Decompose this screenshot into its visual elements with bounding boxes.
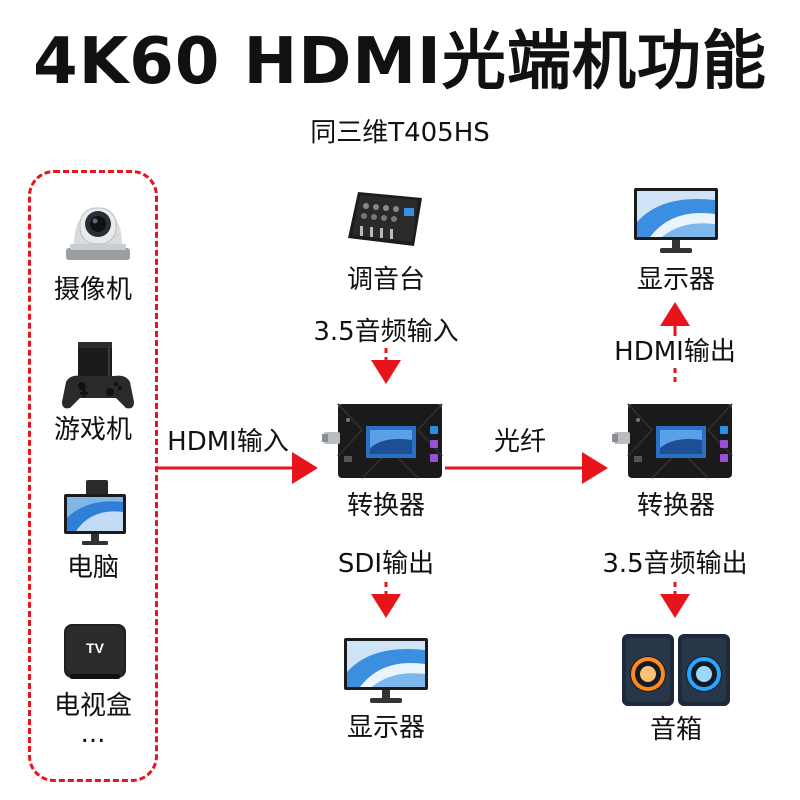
sdi-output-arrowhead bbox=[371, 594, 401, 618]
device-label-converter-tx: 转换器 bbox=[346, 491, 425, 521]
hdmi-input-arrowhead bbox=[292, 452, 318, 484]
audio-output-arrowhead bbox=[660, 594, 690, 618]
source-label-tv-box: 电视盒 bbox=[53, 691, 132, 721]
link-label-sdi-output: SDI输出 bbox=[337, 549, 435, 579]
device-label-converter-rx: 转换器 bbox=[636, 491, 715, 521]
link-label-audio-input: 3.5音频输入 bbox=[313, 317, 459, 347]
ptz-camera-icon bbox=[58, 196, 138, 264]
desktop-computer-icon bbox=[62, 478, 132, 548]
link-label-fiber: 光纤 bbox=[493, 427, 546, 457]
converter-tx-icon bbox=[322, 400, 444, 482]
monitor-hdmi-icon bbox=[632, 186, 720, 256]
source-devices-group bbox=[28, 170, 158, 782]
source-more-ellipsis: ... bbox=[80, 719, 106, 749]
hdmi-output-arrowhead bbox=[660, 302, 690, 326]
device-label-speakers: 音箱 bbox=[649, 715, 702, 745]
tv-box-icon: TV bbox=[62, 622, 128, 682]
fiber-arrowhead bbox=[582, 452, 608, 484]
link-label-hdmi-output: HDMI输出 bbox=[614, 337, 736, 367]
link-label-audio-output: 3.5音频输出 bbox=[602, 549, 748, 579]
audio-input-arrowhead bbox=[371, 360, 401, 384]
source-label-game-console: 游戏机 bbox=[53, 415, 132, 445]
audio-mixer-icon bbox=[346, 188, 426, 250]
source-label-computer: 电脑 bbox=[66, 553, 119, 583]
product-model: 同三维T405HS bbox=[310, 118, 490, 148]
game-console-icon bbox=[60, 340, 136, 412]
device-label-monitor-hdmi: 显示器 bbox=[636, 265, 715, 295]
device-label-monitor-sdi: 显示器 bbox=[346, 713, 425, 743]
source-label-camera: 摄像机 bbox=[53, 275, 132, 305]
device-label-mixer: 调音台 bbox=[346, 265, 425, 295]
page-title: 4K60 HDMI光端机功能 bbox=[33, 25, 767, 99]
speakers-icon bbox=[618, 630, 734, 710]
tv-box-logo-text: TV bbox=[86, 640, 104, 656]
converter-rx-icon bbox=[612, 400, 734, 482]
monitor-sdi-icon bbox=[342, 636, 430, 706]
link-label-hdmi-input: HDMI输入 bbox=[167, 427, 289, 457]
